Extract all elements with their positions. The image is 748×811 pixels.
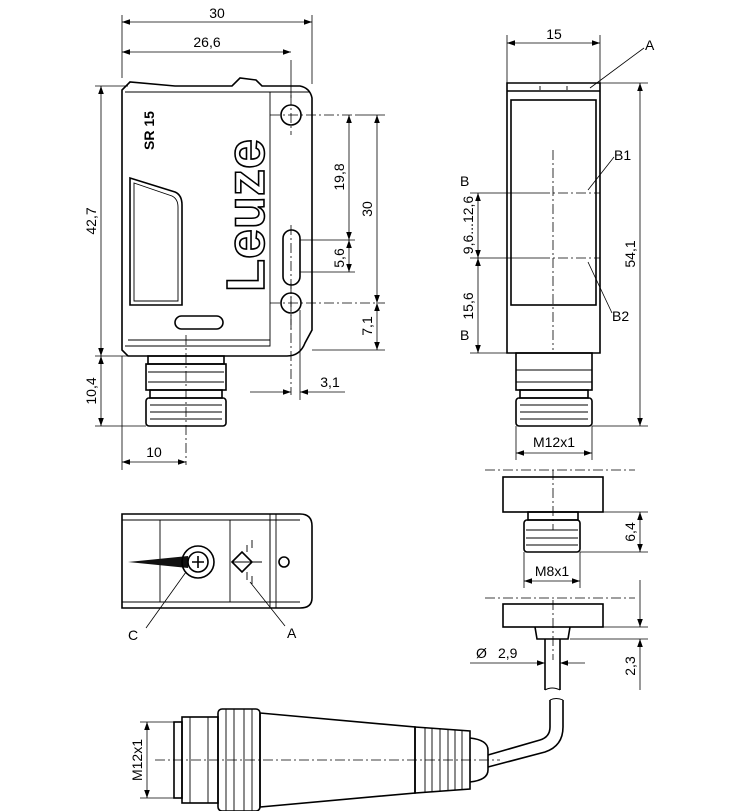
cable-bent	[487, 700, 564, 768]
dim-dia-2-9: 2,9	[498, 645, 518, 661]
label-A-top: A	[645, 37, 655, 53]
side-optics-window	[510, 99, 597, 306]
model-label: SR 15	[141, 111, 157, 150]
top-housing-outline	[121, 513, 313, 609]
dim-cable-m12: M12x1	[129, 739, 145, 781]
dim-width-30: 30	[209, 5, 225, 21]
potentiometer-outer	[181, 545, 215, 579]
m8-variant-view: 6,4 M8x1	[485, 469, 648, 588]
dim-conn-m8: M8x1	[535, 563, 569, 579]
mount-slot	[282, 229, 301, 286]
potentiometer-pointer	[128, 556, 188, 568]
side-connector	[515, 352, 593, 427]
side-housing-outline	[506, 82, 601, 354]
top-mount-hole	[278, 556, 290, 568]
potentiometer-inner	[187, 551, 209, 573]
top-view: C A	[121, 513, 313, 643]
dim-slot-5-6: 5,6	[331, 248, 347, 268]
label-B1: B1	[614, 147, 631, 163]
label-A-bottom: A	[287, 625, 297, 641]
dim-range-9-6-12-6: 9,6...12,6	[460, 196, 476, 255]
dim-width-26-6: 26,6	[193, 34, 220, 50]
front-view: Leuze SR 15 30 26,6	[83, 5, 385, 470]
strain-relief	[414, 726, 471, 794]
dim-height-54-1: 54,1	[622, 240, 638, 267]
dim-offset-10: 10	[146, 444, 162, 460]
dim-height-42-7: 42,7	[83, 207, 99, 234]
dim-range-15-6: 15,6	[460, 292, 476, 319]
front-housing-outline	[121, 77, 313, 357]
dim-conn-m12: M12x1	[533, 434, 575, 450]
dim-edge-3-1: 3,1	[320, 374, 340, 390]
cable-variant-view: 2,3 Ø 2,9	[470, 580, 648, 691]
label-B-lower: B	[460, 327, 469, 343]
front-inner-frame	[125, 91, 271, 347]
optics-window	[129, 176, 183, 306]
led-slot	[174, 315, 224, 330]
diameter-symbol: Ø	[476, 645, 487, 661]
label-C: C	[128, 627, 138, 643]
dim-hole-19-8: 19,8	[331, 163, 347, 190]
label-B2: B2	[612, 308, 629, 324]
side-view: 15 54,1 9,6...12,6 15,6 B B M12x1 A B1 B…	[460, 26, 655, 660]
brand-logo: Leuze	[216, 139, 276, 292]
label-B-upper: B	[460, 173, 469, 189]
dim-depth-15: 15	[546, 26, 562, 42]
dim-height-10-4: 10,4	[83, 377, 99, 404]
dim-len-2-3: 2,3	[622, 656, 638, 676]
cable-connector-view: M12x1	[129, 698, 564, 811]
dim-hole-30: 30	[359, 201, 375, 217]
dim-len-6-4: 6,4	[622, 522, 638, 542]
dim-hole-7-1: 7,1	[359, 316, 375, 336]
